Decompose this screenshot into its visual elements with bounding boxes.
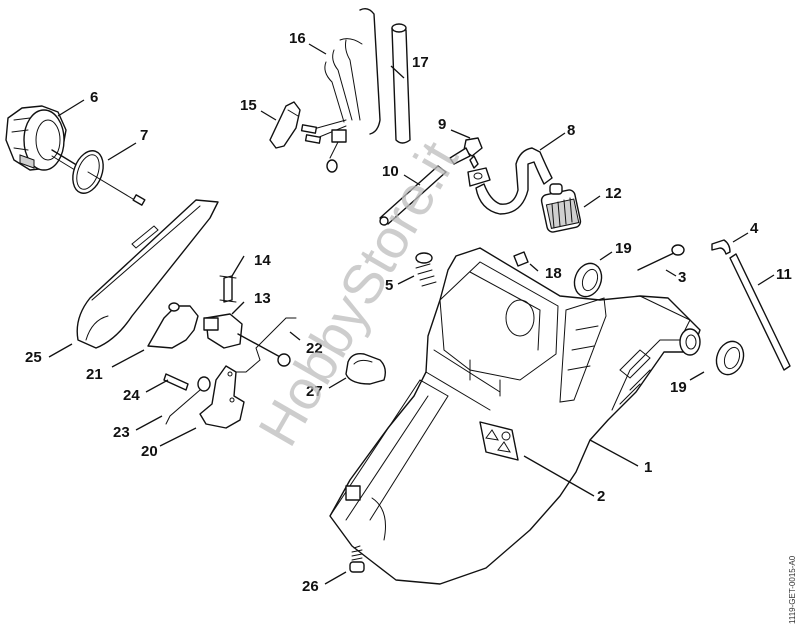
part-21-interlock [147,302,199,349]
part-7-o-ring [72,150,146,206]
leader-12 [583,195,601,208]
callout-13: 13 [254,290,271,307]
leader-15 [260,110,277,121]
callout-7: 7 [140,127,148,144]
part-12-filter [540,183,582,233]
leader-20 [159,427,197,447]
leader-11 [757,274,775,286]
callout-27: 27 [306,383,323,400]
leader-3 [665,269,677,277]
part-4-elbow [711,239,731,255]
leader-27 [328,377,347,389]
callout-26: 26 [302,578,319,595]
callout-22: 22 [306,340,323,357]
callout-9: 9 [438,116,446,133]
part-24-pin [163,373,189,391]
part-14-contact-spring [219,275,237,303]
part-17-hose [391,23,411,144]
callout-19-lower: 19 [670,379,687,396]
leader-19-upper [599,251,613,261]
callout-19-upper: 19 [615,240,632,257]
leader-19-lower [689,371,705,381]
leader-14 [231,255,245,277]
leader-6 [57,99,85,117]
leader-13 [231,301,245,315]
callout-11: 11 [776,266,792,283]
drawing-code: 1119-GET-0015-A0 [788,555,797,624]
part-16-wire-harness [300,7,381,173]
callout-2: 2 [597,488,605,505]
part-3-screw [637,244,685,271]
part-9-elbow [449,137,483,169]
callout-labels: 6 7 15 16 17 9 10 8 12 4 11 19 3 18 5 14… [25,30,792,595]
callout-12: 12 [605,185,622,202]
part-18-plug [513,251,529,267]
callout-24: 24 [123,387,140,404]
callout-14: 14 [254,252,271,269]
part-15-clip [269,101,301,149]
part-11-hose [729,253,791,371]
leader-18 [529,263,539,272]
leader-10 [403,174,421,186]
leader-5 [397,275,415,285]
leader-21 [111,349,145,368]
callout-3: 3 [678,269,686,286]
leader-lines [48,43,775,585]
leader-2 [523,455,595,497]
leader-24 [145,379,169,393]
callout-18: 18 [545,265,562,282]
callout-6: 6 [90,89,98,106]
leader-7 [107,142,137,161]
leader-25 [48,343,73,358]
part-1-handle-housing [329,247,701,585]
part-19-buffer-upper [573,262,603,298]
part-8-fuel-hose [467,147,553,215]
leader-26 [324,571,347,585]
callout-4: 4 [750,220,759,237]
part-20-trigger [199,365,245,429]
callout-1: 1 [644,459,652,476]
part-19-buffer-lower [715,340,745,376]
leader-22 [289,331,301,341]
callout-8: 8 [567,122,575,139]
part-13-switch-shaft [203,313,291,367]
part-27-gasket [345,352,387,385]
callout-21: 21 [86,366,103,383]
callout-23: 23 [113,424,130,441]
part-2-warning-label [479,421,519,461]
part-26-screw [349,545,365,573]
callout-17: 17 [412,54,429,71]
leader-23 [135,415,163,431]
part-22-throttle-rod [235,317,297,373]
callout-16: 16 [289,30,306,47]
callout-10: 10 [382,163,399,180]
callout-15: 15 [240,97,257,114]
part-10-hose [379,165,447,226]
part-23-spring [165,376,211,425]
leader-4 [732,232,749,243]
callout-5: 5 [385,277,393,294]
callout-20: 20 [141,443,158,460]
leader-1 [589,439,639,467]
leader-16 [308,43,327,55]
part-5-spring [415,252,437,287]
leader-8 [539,132,566,151]
callout-25: 25 [25,349,42,366]
leader-9 [450,129,471,139]
part-25-handle-molding [76,199,219,349]
leader-17 [390,65,405,79]
